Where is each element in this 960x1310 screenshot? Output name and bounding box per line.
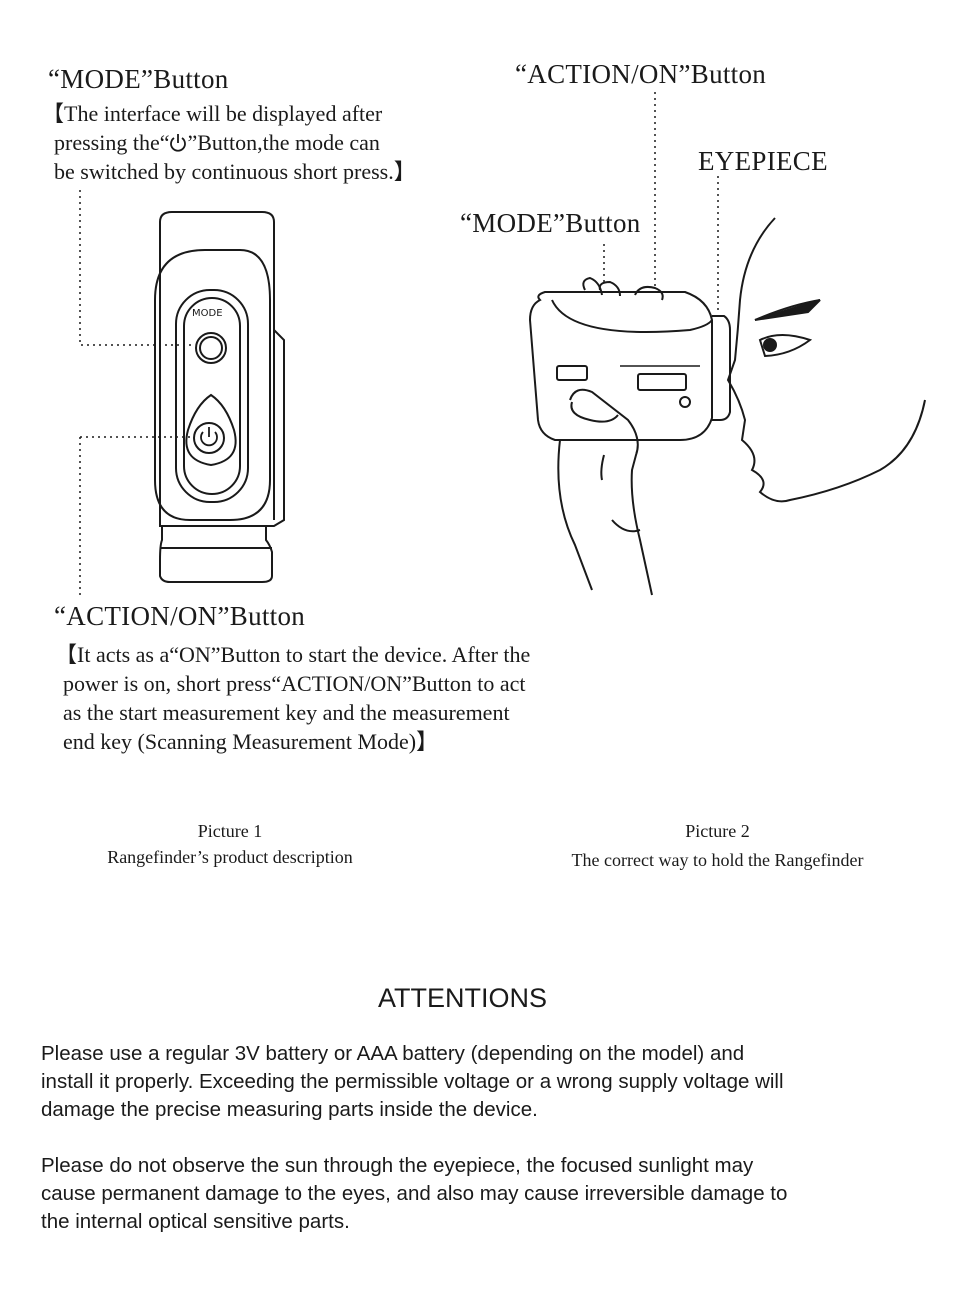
attentions-paragraph-1: Please use a regular 3V battery or AAA b… [41, 1040, 941, 1124]
mode-note-line-2: pressing the“”Button,the mode can [54, 130, 380, 155]
picture1-caption: Picture 1 Rangefinder’s product descript… [80, 818, 380, 870]
device-mode-text: MODE [192, 308, 223, 319]
power-icon [169, 131, 187, 152]
action-button-label: “ACTION/ON”Button [54, 601, 306, 631]
attentions-paragraph-2: Please do not observe the sun through th… [41, 1152, 941, 1236]
picture2-caption-text: The correct way to hold the Rangefinder [571, 850, 864, 870]
attentions-p2-line-1: Please do not observe the sun through th… [41, 1154, 754, 1177]
eyepiece-label: EYEPIECE [698, 146, 828, 176]
action-button-note: 【It acts as a“ON”Button to start the dev… [55, 640, 615, 756]
pic2-mode-button-label: “MODE”Button [460, 208, 641, 238]
mode-button-label: “MODE”Button [48, 64, 229, 94]
picture2-caption: Picture 2 The correct way to hold the Ra… [545, 818, 890, 873]
attentions-p1-line-1: Please use a regular 3V battery or AAA b… [41, 1042, 745, 1065]
action-note-line-1: 【It acts as a“ON”Button to start the dev… [55, 642, 531, 667]
picture2-caption-title: Picture 2 [685, 821, 750, 841]
attentions-p2-line-3: the internal optical sensitive parts. [41, 1210, 350, 1233]
attentions-title: ATTENTIONS [377, 983, 547, 1013]
mode-button-note: 【The interface will be displayed after p… [42, 99, 482, 186]
attentions-p1-line-3: damage the precise measuring parts insid… [41, 1098, 538, 1121]
action-note-line-2: power is on, short press“ACTION/ON”Butto… [63, 671, 526, 696]
picture1-caption-text: Rangefinder’s product description [107, 847, 353, 867]
rangefinder-front-illustration: MODE [79, 190, 285, 598]
picture1-caption-title: Picture 1 [197, 821, 263, 841]
mode-note-line-3: be switched by continuous short press.】 [54, 159, 416, 184]
mode-note-line-1: 【The interface will be displayed after [42, 101, 383, 126]
action-note-line-3: as the start measurement key and the mea… [63, 700, 510, 725]
action-note-line-4: end key (Scanning Measurement Mode)】 [63, 729, 439, 754]
pic2-action-button-label: “ACTION/ON”Button [515, 59, 767, 89]
attentions-p2-line-2: cause permanent damage to the eyes, and … [41, 1182, 788, 1205]
hand-holding-rangefinder-illustration [528, 92, 926, 596]
attentions-p1-line-2: install it properly. Exceeding the permi… [41, 1070, 784, 1093]
